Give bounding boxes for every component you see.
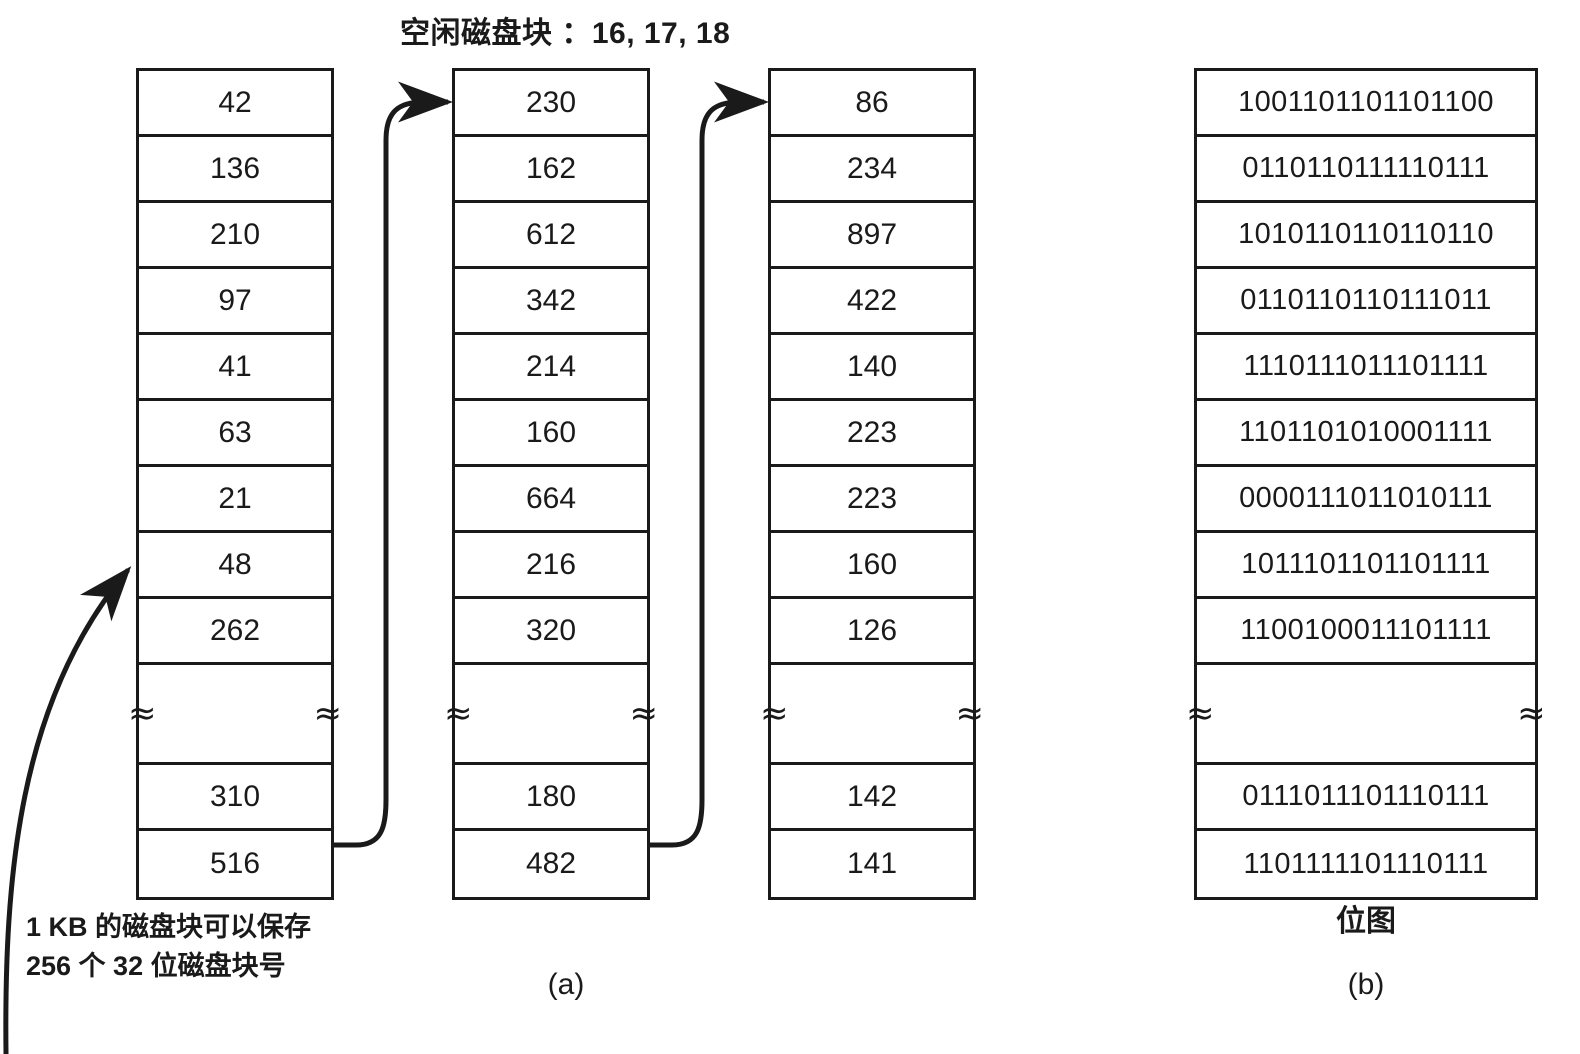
list-item: 63 xyxy=(139,401,331,467)
list-item: 262 xyxy=(139,599,331,665)
list-item: 482 xyxy=(455,831,647,897)
list-item: 664 xyxy=(455,467,647,533)
list-item: 234 xyxy=(771,137,973,203)
list-item: 320 xyxy=(455,599,647,665)
panel-label-a: (a) xyxy=(547,968,585,1001)
list-item: 41 xyxy=(139,335,331,401)
list-item: 612 xyxy=(455,203,647,269)
caption-line-1: 1 KB 的磁盘块可以保存 xyxy=(26,912,312,942)
list-item: 160 xyxy=(771,533,973,599)
free-disk-blocks-title: 空闲磁盘块 ：16, 17, 18 xyxy=(400,17,731,50)
list-item: 160 xyxy=(455,401,647,467)
list-item: 140 xyxy=(771,335,973,401)
list-item: 210 xyxy=(139,203,331,269)
bitmap-row: 1101101010001111 xyxy=(1197,401,1535,467)
list-item: 97 xyxy=(139,269,331,335)
list-item: 48 xyxy=(139,533,331,599)
list-item: 342 xyxy=(455,269,647,335)
list-item: 422 xyxy=(771,269,973,335)
list-item: 162 xyxy=(455,137,647,203)
panel-label-b: (b) xyxy=(1347,968,1385,1001)
list-item: 86 xyxy=(771,71,973,137)
free-block-list-2: 230 162 612 342 214 160 664 216 320 180 … xyxy=(452,68,650,900)
list-break-row xyxy=(139,665,331,765)
bitmap-row: 1010110110110110 xyxy=(1197,203,1535,269)
bitmap-break-row xyxy=(1197,665,1535,765)
list-item: 141 xyxy=(771,831,973,897)
bitmap-row: 1101111101110111 xyxy=(1197,831,1535,897)
link-arrow-list2-to-list3 xyxy=(650,81,769,848)
list-item: 180 xyxy=(455,765,647,831)
list-item: 142 xyxy=(771,765,973,831)
list-item: 214 xyxy=(455,335,647,401)
bitmap-row: 0000111011010111 xyxy=(1197,467,1535,533)
list-item: 21 xyxy=(139,467,331,533)
list-item: 516 xyxy=(139,831,331,897)
list-item: 897 xyxy=(771,203,973,269)
list-item: 230 xyxy=(455,71,647,137)
list-break-row xyxy=(771,665,973,765)
bitmap-row: 0110110111110111 xyxy=(1197,137,1535,203)
bitmap-caption: 位图 xyxy=(1336,905,1396,938)
list-item: 223 xyxy=(771,467,973,533)
bitmap-row: 0110110110111011 xyxy=(1197,269,1535,335)
list-item: 126 xyxy=(771,599,973,665)
list-item: 136 xyxy=(139,137,331,203)
free-block-list-3: 86 234 897 422 140 223 223 160 126 142 1… xyxy=(768,68,976,900)
bitmap-row: 0111011101110111 xyxy=(1197,765,1535,831)
bitmap-row: 1011101101101111 xyxy=(1197,533,1535,599)
list-break-row xyxy=(455,665,647,765)
list-item: 223 xyxy=(771,401,973,467)
list-item: 216 xyxy=(455,533,647,599)
caption-line-2: 256 个 32 位磁盘块号 xyxy=(26,951,286,982)
list-item: 42 xyxy=(139,71,331,137)
disk-block-capacity-caption: 1 KB 的磁盘块可以保存 256 个 32 位磁盘块号 xyxy=(26,908,311,986)
free-block-list-1: 42 136 210 97 41 63 21 48 262 310 516 xyxy=(136,68,334,900)
bitmap-block: 1001101101101100 0110110111110111 101011… xyxy=(1194,68,1538,900)
bitmap-row: 1110111011101111 xyxy=(1197,335,1535,401)
bitmap-row: 1001101101101100 xyxy=(1197,71,1535,137)
bitmap-row: 1100100011101111 xyxy=(1197,599,1535,665)
link-arrow-list1-to-list2 xyxy=(334,81,453,848)
list-item: 310 xyxy=(139,765,331,831)
